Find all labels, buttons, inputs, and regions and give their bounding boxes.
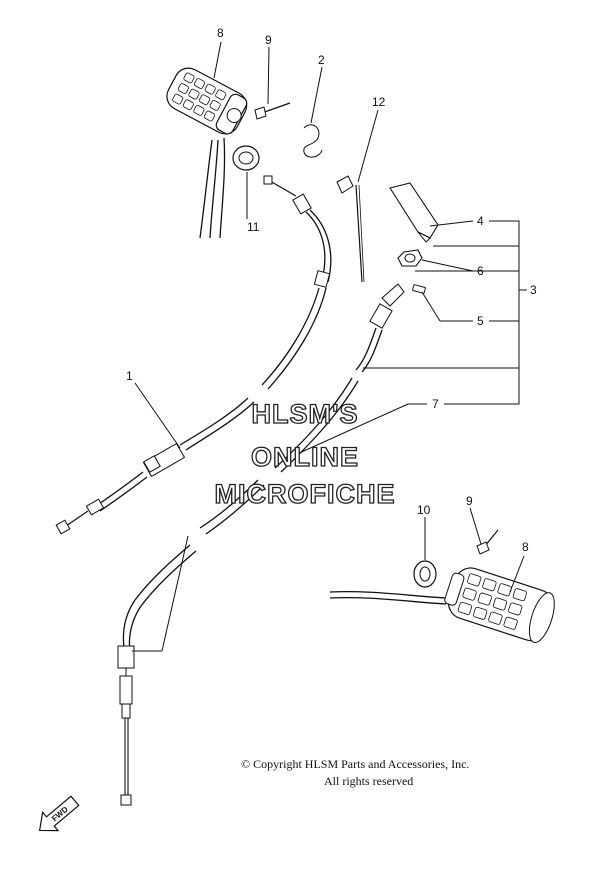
callout-10: 10 xyxy=(417,503,431,517)
callout-1: 1 xyxy=(126,369,133,383)
cable-1 xyxy=(55,175,332,535)
callout-6: 6 xyxy=(477,264,484,278)
callout-3: 3 xyxy=(530,283,537,297)
collar-lower xyxy=(413,560,437,588)
callout-7: 7 xyxy=(432,397,439,411)
leader-lines xyxy=(132,41,527,652)
callout-9-upper: 9 xyxy=(265,33,272,47)
spring-clip xyxy=(303,124,323,158)
screw-upper xyxy=(254,102,291,120)
callout-11: 11 xyxy=(247,220,260,234)
copyright-line-2: All rights reserved xyxy=(324,774,414,788)
copyright-line-1: © Copyright HLSM Parts and Accessories, … xyxy=(241,757,470,771)
pin xyxy=(412,284,426,294)
watermark-line-3: MICROFICHE xyxy=(215,479,396,509)
callout-labels: 8 9 2 12 11 4 6 3 5 1 7 10 9 8 xyxy=(126,26,537,554)
watermark-line-1: HLSM'S xyxy=(252,399,359,429)
watermark-line-2: ONLINE xyxy=(251,442,359,472)
callout-5: 5 xyxy=(477,314,484,328)
right-grip xyxy=(329,567,555,644)
fwd-arrow-icon: FWD xyxy=(38,795,80,832)
callout-4: 4 xyxy=(477,214,484,228)
screw-lower xyxy=(476,529,499,555)
collar-upper xyxy=(232,145,260,171)
lever-housing xyxy=(389,182,439,243)
left-grip xyxy=(166,67,248,239)
nut xyxy=(397,249,423,267)
cable-tie xyxy=(336,175,365,283)
callout-8-upper: 8 xyxy=(217,26,224,40)
callout-8-lower: 8 xyxy=(522,540,529,554)
callout-2: 2 xyxy=(318,53,325,67)
callout-9-lower: 9 xyxy=(466,494,473,508)
cable-7 xyxy=(117,283,405,806)
callout-12: 12 xyxy=(372,95,386,109)
watermark: HLSM'S ONLINE MICROFICHE xyxy=(214,398,396,509)
